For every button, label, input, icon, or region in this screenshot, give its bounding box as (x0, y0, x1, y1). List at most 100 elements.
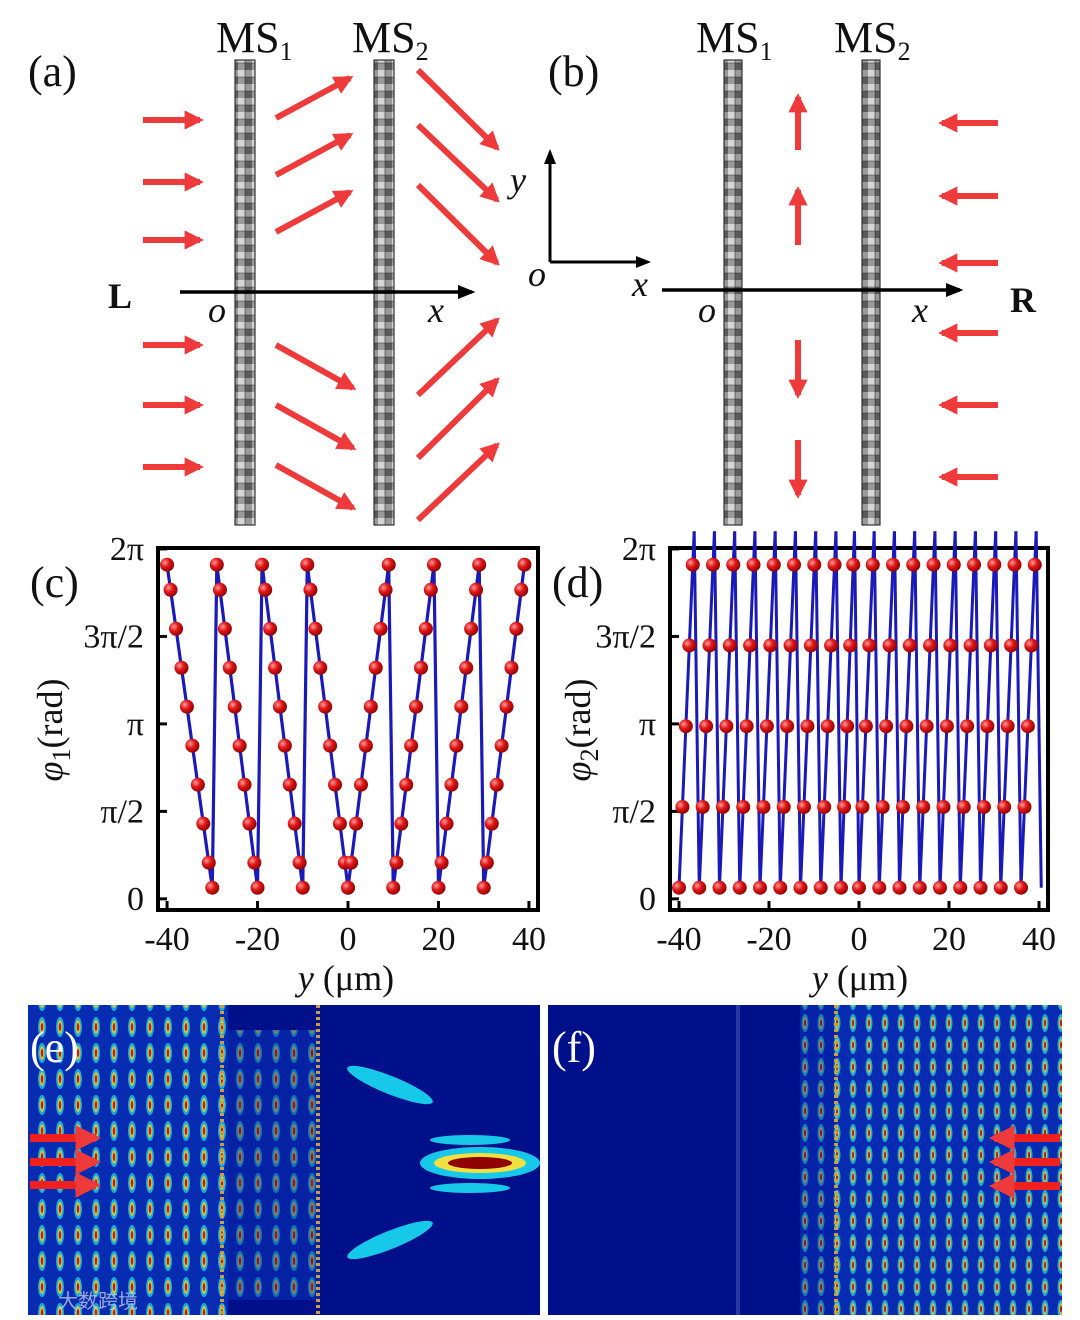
series-segment (999, 531, 1018, 888)
series-segment (958, 531, 977, 888)
coordinate-system: y x o (507, 149, 651, 304)
panel-f: (f) (548, 1005, 1062, 1315)
ytick-label: 0 (639, 881, 656, 918)
data-point (212, 582, 227, 597)
ytick-label: π/2 (612, 793, 656, 830)
series-segment (733, 531, 742, 888)
data-point (250, 880, 265, 895)
data-point (358, 738, 373, 753)
data-point (956, 799, 971, 814)
series-segment (918, 531, 937, 888)
series-segment (857, 531, 876, 888)
data-point (862, 638, 877, 653)
data-point (675, 799, 690, 814)
xtick-label: 40 (1022, 921, 1056, 958)
data-point (263, 621, 278, 636)
x-label-a: x (427, 290, 444, 330)
data-point (418, 621, 433, 636)
series-segment (839, 531, 856, 888)
data-point (756, 799, 771, 814)
series-line-d (677, 531, 1043, 888)
series-segment (255, 564, 264, 888)
data-point (426, 557, 441, 572)
xlabel-d: y (μm) (809, 958, 908, 998)
data-point (499, 699, 514, 714)
ytick-label: π (127, 706, 144, 743)
data-point (787, 557, 802, 572)
series-segment (994, 531, 1003, 888)
series-segment (718, 531, 737, 888)
origin-label-a: o (208, 290, 226, 330)
data-point (439, 816, 454, 831)
series-segment (973, 531, 982, 888)
markers-c (160, 557, 532, 895)
data-point (803, 638, 818, 653)
xtick-label: -20 (235, 921, 280, 958)
origin-label-b: o (698, 290, 716, 330)
data-point (349, 816, 364, 831)
focused-beams-e (347, 1065, 540, 1260)
data-point (672, 880, 686, 895)
data-point (983, 638, 998, 653)
data-point (695, 799, 710, 814)
data-point (706, 557, 721, 572)
series-segment (898, 531, 917, 888)
data-point (939, 719, 954, 734)
data-point (292, 855, 307, 870)
data-point (967, 557, 982, 572)
data-point (282, 777, 297, 792)
data-point (332, 816, 347, 831)
xtick-label: -40 (656, 921, 701, 958)
data-point (255, 557, 270, 572)
data-point (313, 660, 328, 675)
series-segment (301, 564, 309, 888)
incident-arrows-a (143, 110, 204, 477)
data-point (413, 660, 428, 675)
ytick-label: 2π (110, 531, 144, 568)
data-point (712, 880, 727, 895)
data-point (205, 880, 220, 895)
series-segment (477, 564, 486, 888)
panel-a: (a) MS1 MS2 L o x (28, 13, 500, 526)
metasurface-1-b (723, 59, 743, 526)
data-point (699, 719, 714, 734)
data-point (923, 638, 938, 653)
data-point (946, 557, 961, 572)
series-segment (953, 531, 962, 888)
series-segment (773, 531, 782, 888)
data-point (1007, 557, 1022, 572)
side-label-R: R (1010, 280, 1037, 320)
series-segment (778, 531, 797, 888)
ms2-label-b: MS2 (834, 13, 911, 66)
data-point (399, 777, 414, 792)
data-point (943, 638, 958, 653)
side-label-L: L (108, 276, 132, 316)
xtick-label: -40 (144, 921, 189, 958)
data-point (479, 855, 494, 870)
data-point (472, 557, 487, 572)
series-segment (260, 564, 305, 888)
ytick-label: 2π (622, 531, 656, 568)
data-point (444, 777, 459, 792)
data-point (222, 660, 237, 675)
series-segment (697, 531, 716, 888)
data-point (824, 638, 839, 653)
data-point (865, 557, 880, 572)
data-point (912, 880, 927, 895)
panel-e: (e) 大数跨境 (28, 1005, 540, 1315)
series-segment (799, 531, 818, 888)
data-point (715, 799, 730, 814)
series-segment (215, 564, 260, 888)
panel-e-label: (e) (30, 1023, 79, 1072)
data-point (783, 638, 798, 653)
data-point (879, 719, 894, 734)
series-segment (892, 531, 901, 888)
data-point (875, 799, 890, 814)
data-point (780, 719, 795, 734)
data-point (732, 880, 747, 895)
data-point (237, 777, 252, 792)
xtick-label: 40 (512, 921, 546, 958)
